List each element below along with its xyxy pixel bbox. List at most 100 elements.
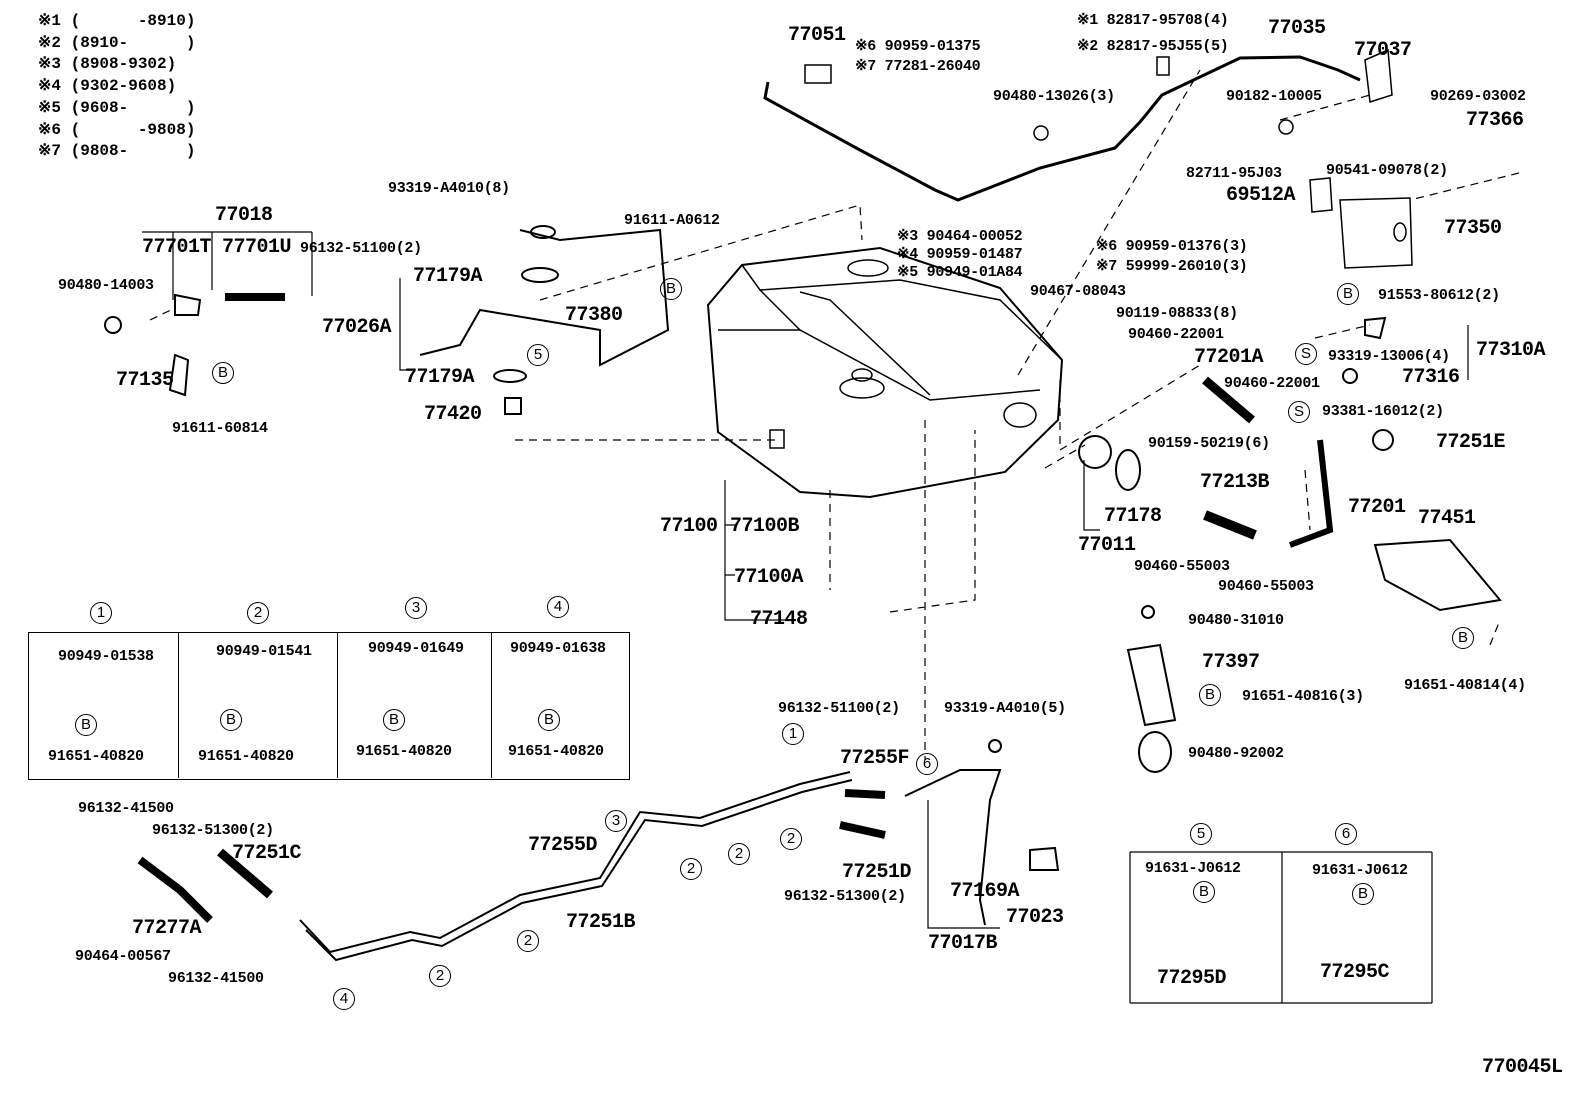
circled-marker: B [1193, 881, 1215, 903]
fastener-number-label: 90467-08043 [1030, 283, 1126, 300]
part-number-label: 77178 [1104, 505, 1162, 528]
fastener-number-label: 91651-40820 [508, 743, 604, 760]
part-number-label: 77380 [565, 304, 623, 327]
part-number-label: 77350 [1444, 217, 1502, 240]
circled-marker: B [220, 709, 242, 731]
part-number-label: 77277A [132, 917, 202, 940]
fastener-number-label: 90480-92002 [1188, 745, 1284, 762]
fastener-number-label: 96132-51100(2) [300, 240, 422, 257]
fastener-number-label: 96132-51100(2) [778, 700, 900, 717]
circled-marker: B [538, 709, 560, 731]
fastener-number-label: 90949-01638 [510, 640, 606, 657]
part-number-label: 77251E [1436, 431, 1506, 454]
fastener-number-label: 91611-60814 [172, 420, 268, 437]
part-number-label: 77213B [1200, 471, 1270, 494]
part-number-label: 77017B [928, 932, 998, 955]
fastener-number-label: ※1 82817-95708(4) [1077, 12, 1229, 29]
part-number-label: 77316 [1402, 366, 1460, 389]
fastener-number-label: 93319-A4010(8) [388, 180, 510, 197]
circled-marker: 1 [782, 723, 804, 745]
part-number-label: 77100B [730, 515, 800, 538]
part-number-label: 77179A [405, 366, 475, 389]
circled-marker: B [660, 278, 682, 300]
legend-entry: ※2 (8910- ) [38, 33, 196, 52]
fastener-number-label: 91651-40820 [356, 743, 452, 760]
fastener-number-label: ※6 90959-01375 [855, 38, 981, 55]
circled-marker: S [1288, 401, 1310, 423]
fuel-lines [137, 739, 1060, 962]
part-number-label: 77026A [322, 316, 392, 339]
circled-marker: 1 [90, 602, 112, 624]
circled-marker: 2 [429, 965, 451, 987]
part-number-label: 77295C [1320, 961, 1390, 984]
circled-marker: B [1337, 283, 1359, 305]
part-number-label: 77148 [750, 608, 808, 631]
part-number-label: 77701T [142, 236, 212, 259]
legend-entry: ※6 ( -9808) [38, 120, 196, 139]
legend-entry: ※1 ( -8910) [38, 12, 196, 30]
fastener-number-label: ※6 90959-01376(3) [1096, 238, 1248, 255]
circled-marker: 6 [916, 753, 938, 775]
part-number-label: 77035 [1268, 17, 1326, 40]
part-number-label: 77201 [1348, 496, 1406, 519]
fastener-number-label: 96132-41500 [168, 970, 264, 987]
legend-entry: ※7 (9808- ) [38, 142, 196, 161]
part-number-label: 77251D [842, 861, 912, 884]
fastener-number-label: 96132-41500 [78, 800, 174, 817]
circled-marker: 2 [247, 602, 269, 624]
fastener-number-label: 90480-13026(3) [993, 88, 1115, 105]
circled-marker: 3 [605, 810, 627, 832]
circled-marker: B [75, 714, 97, 736]
legend-entry: ※4 (9302-9608) [38, 77, 177, 96]
part-number-label: 77018 [215, 204, 273, 227]
circled-marker: 3 [405, 597, 427, 619]
fastener-number-label: 90541-09078(2) [1326, 162, 1448, 179]
circled-marker: 4 [333, 988, 355, 1010]
fastener-number-label: 91631-J0612 [1145, 860, 1241, 877]
part-number-label: 77366 [1466, 109, 1524, 132]
legend-entry: ※5 (9608- ) [38, 98, 196, 117]
fastener-number-label: 93319-A4010(5) [944, 700, 1066, 717]
part-number-label: 77451 [1418, 507, 1476, 530]
circled-marker: 6 [1335, 823, 1357, 845]
circled-marker: 4 [547, 596, 569, 618]
part-number-label: 77201A [1194, 346, 1264, 369]
part-number-label: 77179A [413, 265, 483, 288]
part-number-label: 770045L [1482, 1056, 1563, 1079]
fastener-number-label: 90480-31010 [1188, 612, 1284, 629]
fastener-number-label: 91651-40820 [198, 748, 294, 765]
fastener-number-label: 91553-80612(2) [1378, 287, 1500, 304]
circled-marker: B [1352, 883, 1374, 905]
part-number-label: 77037 [1354, 39, 1412, 62]
part-number-label: 77100 [660, 515, 718, 538]
circled-marker: 2 [517, 930, 539, 952]
part-number-label: 77169A [950, 880, 1020, 903]
part-number-label: 77051 [788, 24, 846, 47]
fuel-tank [706, 246, 1064, 499]
fastener-number-label: 82711-95J03 [1186, 165, 1282, 182]
circled-marker: 5 [1190, 823, 1212, 845]
fastener-number-label: 90464-00567 [75, 948, 171, 965]
vent-lines [104, 225, 670, 415]
fastener-number-label: ※3 90464-00052 [897, 228, 1023, 245]
part-number-label: 77420 [424, 403, 482, 426]
fastener-number-label: 93381-16012(2) [1322, 403, 1444, 420]
part-number-label: 77100A [734, 566, 804, 589]
dashed-leaders [149, 69, 1520, 760]
fastener-number-label: 91631-J0612 [1312, 862, 1408, 879]
part-number-label: 77251C [232, 842, 302, 865]
fastener-number-label: 91651-40820 [48, 748, 144, 765]
fastener-number-label: 90949-01538 [58, 648, 154, 665]
circled-marker: B [212, 362, 234, 384]
circled-marker: B [383, 709, 405, 731]
part-number-label: 77023 [1006, 906, 1064, 929]
fastener-number-label: 90460-55003 [1134, 558, 1230, 575]
fastener-number-label: 90460-55003 [1218, 578, 1314, 595]
part-number-label: 77701U [222, 236, 292, 259]
fastener-number-label: 90182-10005 [1226, 88, 1322, 105]
fastener-number-label: 90460-22001 [1128, 326, 1224, 343]
circled-marker: 2 [728, 843, 750, 865]
fastener-number-label: ※2 82817-95J55(5) [1077, 38, 1229, 55]
fastener-number-label: 90460-22001 [1224, 375, 1320, 392]
